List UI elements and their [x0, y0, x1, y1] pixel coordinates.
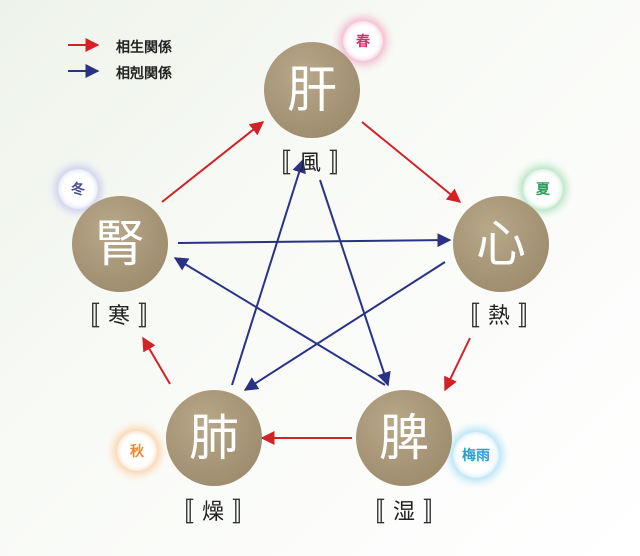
quality-spleen-text: 湿: [392, 500, 415, 525]
legend-ke: 相剋関係: [70, 60, 172, 86]
sheng-arrow-kidney-liver: [161, 121, 265, 203]
organ-spleen-label: 脾: [379, 409, 429, 467]
organ-liver: 肝: [264, 42, 360, 138]
bracket-open: 〚: [74, 301, 101, 332]
legend-ke-label: 相剋関係: [116, 66, 172, 82]
bracket-close: 〛: [517, 301, 544, 332]
season-badge-liver: 春: [343, 21, 383, 61]
season-heart: 夏: [536, 182, 550, 198]
ke-arrow-spleen-kidney: [173, 257, 386, 386]
legend: 相生関係 相剋関係: [70, 34, 172, 86]
quality-heart: 〚 熱 〛: [454, 297, 544, 332]
season-badge-kidney: 冬: [58, 169, 98, 209]
ke-arrow-kidney-heart: [177, 233, 452, 248]
bracket-open: 〚: [168, 497, 195, 528]
organ-kidney-label: 腎: [95, 215, 145, 273]
bracket-close: 〛: [422, 497, 449, 528]
ke-arrow-liver-spleen: [319, 179, 391, 387]
sheng-arrow-heart-spleen: [444, 337, 471, 392]
legend-sheng: 相生関係: [70, 34, 172, 60]
ke-arrow-lung-liver: [231, 158, 306, 386]
legend-sheng-label: 相生関係: [116, 40, 172, 56]
quality-heart-text: 熱: [487, 304, 510, 329]
organ-kidney: 腎: [72, 196, 168, 292]
season-liver: 春: [356, 34, 370, 50]
sheng-arrow-liver-heart: [361, 121, 462, 203]
quality-kidney-text: 寒: [107, 304, 130, 329]
organ-spleen: 脾: [356, 390, 452, 486]
season-badge-lung: 秋: [117, 431, 157, 471]
organ-lung: 肺: [166, 390, 262, 486]
organ-liver-label: 肝: [287, 61, 337, 119]
ke-arrows: [173, 158, 452, 391]
quality-liver: 〚 風 〛: [265, 144, 355, 179]
season-badge-spleen: 梅雨: [453, 432, 499, 478]
bracket-open: 〚: [265, 148, 292, 179]
organ-heart-label: 心: [476, 215, 526, 273]
sheng-arrow-lung-kidney: [142, 336, 171, 385]
bracket-close: 〛: [231, 497, 258, 528]
ke-arrow-heart-lung: [243, 261, 446, 391]
sheng-arrows: [142, 121, 471, 445]
season-spleen: 梅雨: [462, 448, 490, 464]
bracket-close: 〛: [137, 301, 164, 332]
organ-lung-label: 肺: [189, 409, 239, 467]
quality-liver-text: 風: [298, 151, 321, 176]
bracket-open: 〚: [454, 301, 481, 332]
quality-spleen: 〚 湿 〛: [359, 493, 449, 528]
quality-lung: 〚 燥 〛: [168, 493, 258, 528]
bracket-open: 〚: [359, 497, 386, 528]
bracket-close: 〛: [328, 148, 355, 179]
quality-lung-text: 燥: [201, 500, 224, 525]
organ-heart: 心: [453, 196, 549, 292]
season-badge-heart: 夏: [523, 169, 563, 209]
quality-kidney: 〚 寒 〛: [74, 297, 164, 332]
season-kidney: 冬: [71, 182, 85, 198]
season-lung: 秋: [130, 444, 144, 460]
